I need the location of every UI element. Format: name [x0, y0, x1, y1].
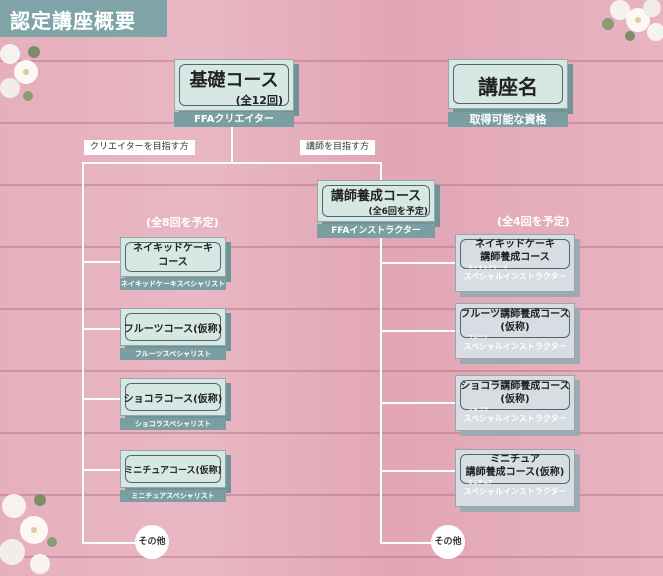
training-course-sub: (全6回を予定) [368, 207, 429, 217]
left-course-qualification-4: ミニチュアスペシャリスト [120, 490, 226, 502]
right-course-count: (全4回を予定) [497, 215, 570, 228]
legend-qualification: 取得可能な資格 [448, 112, 568, 127]
left-course-card-4: ミニチュアコース(仮称) [120, 450, 226, 488]
left-course-title-1: ネイキッドケーキ コース [133, 243, 213, 268]
connector-left-branch-3 [84, 398, 120, 400]
basic-course-card: 基礎コース (全12回) [174, 59, 294, 111]
training-course-title: 講師養成コース [330, 189, 422, 204]
flower-decoration-bottom-left [0, 494, 57, 574]
connector-left-bottom [82, 542, 137, 544]
right-course-qualification-1: スペシャルインストラクター [463, 272, 567, 281]
path-tag-instructor: 講師を目指す方 [300, 140, 376, 155]
right-course-qualification-3: スペシャルインストラクター [463, 414, 567, 423]
other-circle-left: その他 [135, 525, 169, 559]
left-course-title-2: フルーツコース(仮称) [123, 324, 223, 335]
left-course-count: (全8回を予定) [146, 216, 219, 229]
page-title: 認定講座概要 [0, 0, 167, 37]
left-course-title-4: ミニチュアコース(仮称) [124, 466, 222, 476]
right-course-card-1: ネイキッドケーキ 講師養成コース ネイキッドケーキ スペシャルインストラクター [455, 234, 575, 292]
flower-decoration-left [0, 44, 40, 101]
basic-course-qualification: FFAクリエイター [174, 112, 294, 127]
connector-right-branch-3 [382, 402, 455, 404]
path-tag-creator: クリエイターを目指す方 [84, 140, 195, 155]
left-course-qualification-3: ショコラスペシャリスト [120, 418, 226, 430]
connector-right-branch-2 [382, 330, 455, 332]
right-course-card-3: ショコラ講師養成コース (仮称) ショコラ スペシャルインストラクター [455, 375, 575, 431]
right-course-title-3: ショコラ講師養成コース (仮称) [460, 381, 570, 405]
left-course-qualification-2: フルーツスペシャリスト [120, 348, 226, 360]
flower-decoration-top-right [602, 0, 663, 41]
right-course-title-4: ミニチュア 講師養成コース(仮称) [465, 454, 565, 478]
right-course-small-1: ネイキッドケーキ [468, 265, 509, 271]
training-course-qualification: FFAインストラクター [317, 224, 435, 238]
connector-left-branch-1 [84, 261, 120, 263]
right-course-qualification-4: スペシャルインストラクター [463, 487, 567, 496]
right-course-card-2: フルーツ講師養成コース (仮称) フルーツ スペシャルインストラクター [455, 303, 575, 359]
connector-basic-down [231, 126, 233, 163]
basic-course-title: 基礎コース [189, 70, 279, 91]
left-course-title-3: ショコラコース(仮称) [123, 394, 223, 405]
right-course-title-1: ネイキッドケーキ 講師養成コース [475, 239, 555, 263]
connector-right-branch-4 [382, 470, 455, 472]
basic-course-sub: (全12回) [235, 94, 283, 107]
connector-left-branch-4 [84, 469, 120, 471]
right-course-qualification-2: スペシャルインストラクター [463, 342, 567, 351]
connector-right-bottom [380, 542, 433, 544]
left-course-card-3: ショコラコース(仮称) [120, 378, 226, 416]
right-course-title-2: フルーツ講師養成コース (仮称) [460, 309, 570, 333]
connector-right-trunk [380, 162, 382, 543]
legend-title: 講座名 [478, 75, 538, 99]
right-course-small-2: フルーツ [468, 335, 488, 341]
right-course-small-3: ショコラ [468, 407, 489, 413]
left-course-card-1: ネイキッドケーキ コース [120, 237, 226, 277]
right-course-small-4: ミニチュア [468, 480, 493, 486]
left-course-qualification-1: ネイキッドケーキスペシャリスト [120, 278, 226, 290]
other-circle-right: その他 [431, 525, 465, 559]
right-course-card-4: ミニチュア 講師養成コース(仮称) ミニチュア スペシャルインストラクター [455, 449, 575, 507]
connector-horizontal-top [82, 162, 382, 164]
training-course-card: 講師養成コース (全6回を予定) [317, 180, 435, 222]
connector-right-branch-1 [382, 262, 455, 264]
left-course-card-2: フルーツコース(仮称) [120, 308, 226, 346]
connector-left-branch-2 [84, 328, 120, 330]
legend-card: 講座名 [448, 59, 568, 109]
connector-left-trunk [82, 162, 84, 543]
